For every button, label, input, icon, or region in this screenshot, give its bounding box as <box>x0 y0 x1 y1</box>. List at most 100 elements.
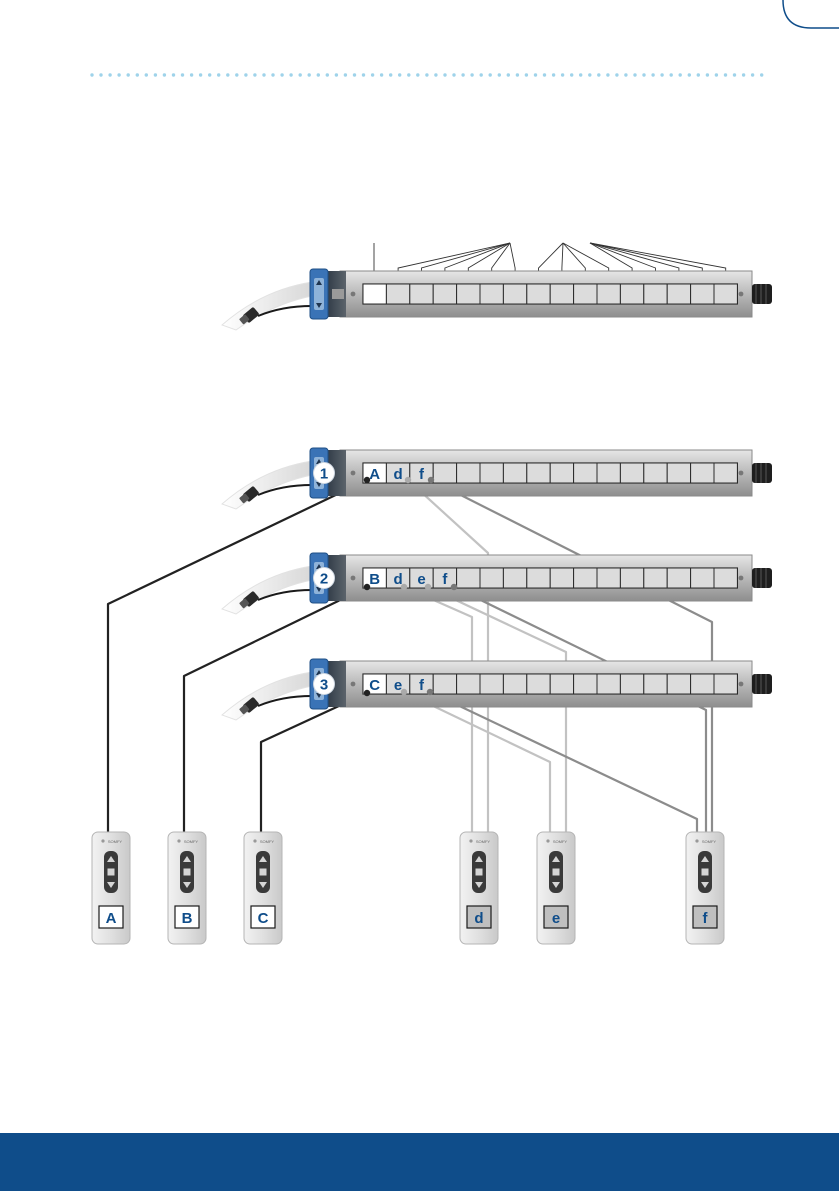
rule-dot <box>742 73 745 76</box>
rule-dot <box>362 73 365 76</box>
rule-dot <box>289 73 292 76</box>
rule-dot <box>181 73 184 76</box>
stop-icon[interactable] <box>108 869 115 876</box>
screw-icon <box>351 292 356 297</box>
rule-dot <box>389 73 392 76</box>
channel-slot <box>644 674 667 694</box>
rule-dot <box>670 73 673 76</box>
rule-dot <box>145 73 148 76</box>
led-icon <box>101 839 104 842</box>
channel-slot <box>620 284 643 304</box>
channel-slot <box>410 284 433 304</box>
rule-dot <box>99 73 102 76</box>
stop-icon[interactable] <box>184 869 191 876</box>
rule-dot <box>299 73 302 76</box>
rule-dot <box>136 73 139 76</box>
channel-slot <box>503 463 526 483</box>
channel-slot <box>667 463 690 483</box>
remote-label: d <box>474 910 483 927</box>
channel-slot <box>457 463 480 483</box>
channel-slot <box>667 284 690 304</box>
remote-d[interactable]: SOMFY d <box>460 832 498 944</box>
end-connector <box>752 463 772 483</box>
channel-slot <box>597 568 620 588</box>
rule-dot <box>615 73 618 76</box>
channel-slot <box>480 284 503 304</box>
rule-dot <box>688 73 691 76</box>
rule-dot <box>90 73 93 76</box>
channel-slot <box>691 674 714 694</box>
rule-dot <box>498 73 501 76</box>
remote-brand: SOMFY <box>476 839 491 844</box>
rule-dot <box>570 73 573 76</box>
rule-dot <box>127 73 130 76</box>
rule-dot <box>706 73 709 76</box>
rule-dot <box>516 73 519 76</box>
channel-slot <box>574 568 597 588</box>
channel-slot <box>480 674 503 694</box>
rule-dot <box>561 73 564 76</box>
channel-slot <box>691 568 714 588</box>
channel-slot <box>527 284 550 304</box>
end-connector <box>752 284 772 304</box>
channel-slot <box>503 674 526 694</box>
motor-button <box>332 289 344 299</box>
channel-slot <box>667 568 690 588</box>
page-corner-curve <box>783 0 839 28</box>
channel-slot <box>714 463 737 483</box>
rule-dot <box>679 73 682 76</box>
rule-dot <box>262 73 265 76</box>
wire-A <box>108 480 367 834</box>
channel-slot <box>597 284 620 304</box>
stop-icon[interactable] <box>702 869 709 876</box>
channel-slot <box>597 674 620 694</box>
rule-dot <box>416 73 419 76</box>
channel-slot <box>457 568 480 588</box>
motor-group: Adf1Bdef2Cef3 <box>222 269 772 720</box>
rule-dot <box>226 73 229 76</box>
channel-slot <box>667 674 690 694</box>
rule-dot <box>507 73 510 76</box>
rule-dot <box>624 73 627 76</box>
wire-f-3 <box>430 692 697 834</box>
rule-dot <box>344 73 347 76</box>
channel-slot <box>574 674 597 694</box>
channel-slot <box>714 674 737 694</box>
channel-slot <box>433 463 456 483</box>
remote-brand: SOMFY <box>260 839 275 844</box>
stop-icon[interactable] <box>476 869 483 876</box>
channel-slot <box>457 674 480 694</box>
channel-slot <box>574 463 597 483</box>
screw-icon <box>739 576 744 581</box>
wire-terminal <box>364 477 370 483</box>
rule-dot <box>117 73 120 76</box>
wire-terminal <box>401 584 407 590</box>
channel-slot <box>457 284 480 304</box>
channel-slot <box>480 463 503 483</box>
stop-icon[interactable] <box>260 869 267 876</box>
rule-dot <box>253 73 256 76</box>
rule-dot <box>697 73 700 76</box>
stop-icon[interactable] <box>553 869 560 876</box>
wire-d-1 <box>408 480 488 834</box>
rule-dot <box>108 73 111 76</box>
channel-slot <box>620 463 643 483</box>
remote-brand: SOMFY <box>702 839 717 844</box>
led-icon <box>253 839 256 842</box>
led-icon <box>546 839 549 842</box>
channel-slot <box>691 284 714 304</box>
rule-dot <box>326 73 329 76</box>
led-icon <box>177 839 180 842</box>
motor-number: 1 <box>320 466 328 483</box>
wire-C <box>261 693 367 834</box>
led-icon <box>695 839 698 842</box>
channel-slot <box>527 463 550 483</box>
rule-dot <box>280 73 283 76</box>
rule-dot <box>190 73 193 76</box>
rule-dot <box>588 73 591 76</box>
